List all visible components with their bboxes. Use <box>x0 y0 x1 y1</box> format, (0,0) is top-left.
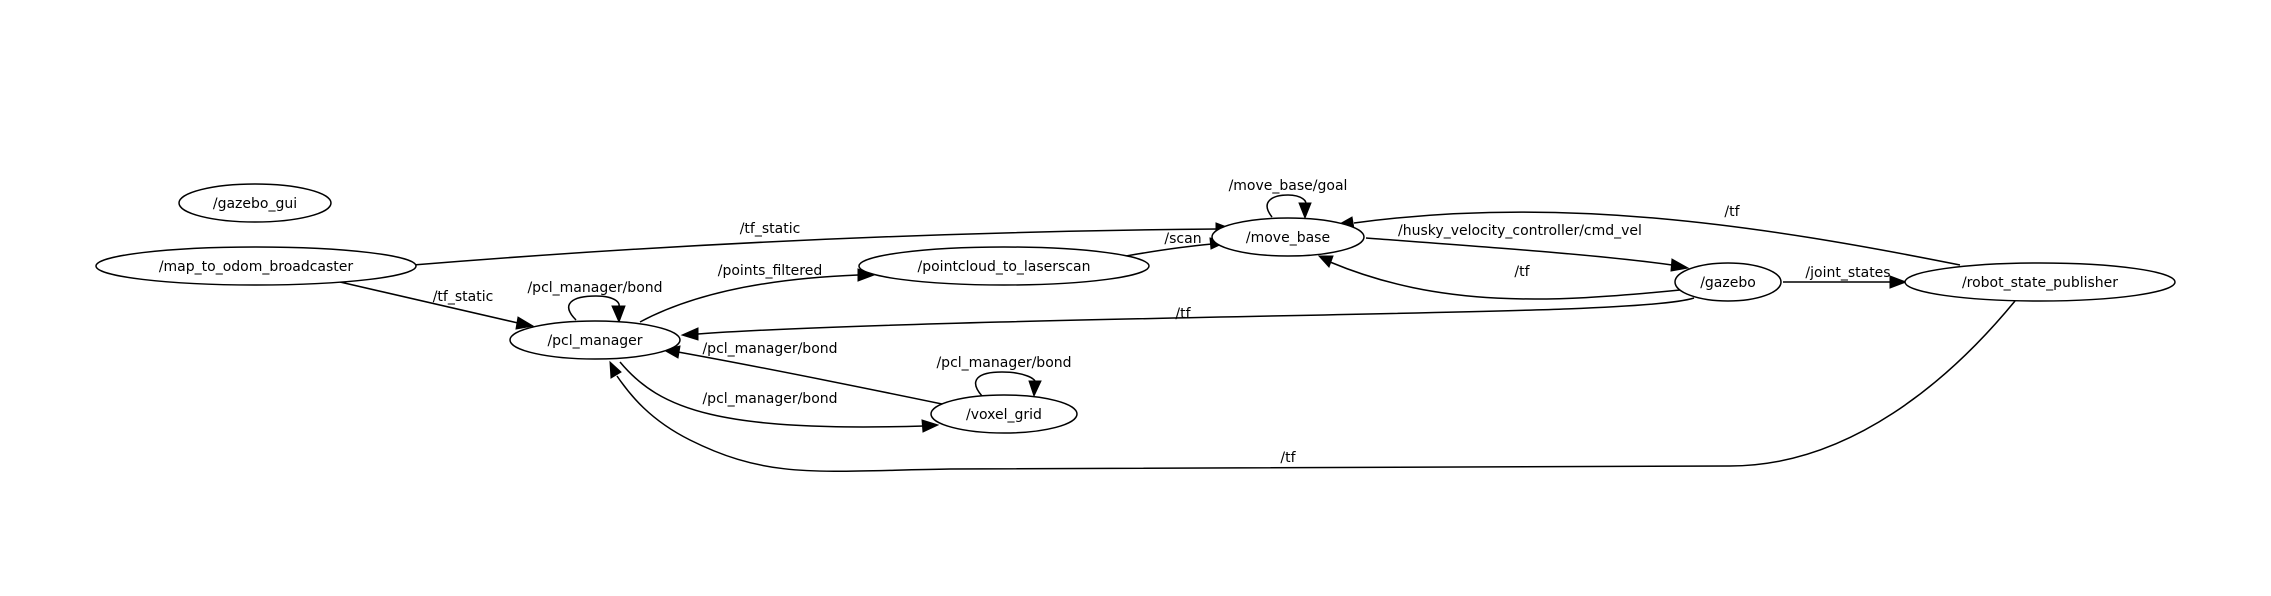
edge-move-base-self: /move_base/goal <box>1229 178 1348 220</box>
edge-gazebo-to-pcl-manager: /tf <box>680 297 1695 341</box>
node-map-to-odom-broadcaster[interactable]: /map_to_odom_broadcaster <box>95 246 417 286</box>
edge-pointcloud-to-move-base: /scan <box>1125 231 1228 257</box>
edge-line <box>1125 243 1213 257</box>
edge-label: /pcl_manager/bond <box>702 391 837 407</box>
edge-map-to-pcl-manager: /tf_static <box>339 281 535 330</box>
node-gazebo-gui[interactable]: /gazebo_gui <box>178 183 332 223</box>
arrow-icon <box>1670 258 1690 272</box>
edge-line <box>616 300 2016 473</box>
node-move-base[interactable]: /move_base <box>1211 217 1365 257</box>
node-pointcloud-to-laserscan[interactable]: /pointcloud_to_laserscan <box>858 246 1150 286</box>
edge-line <box>1266 194 1307 218</box>
node-label: /pointcloud_to_laserscan <box>918 259 1091 275</box>
node-voxel-grid[interactable]: /voxel_grid <box>930 394 1078 434</box>
arrow-icon <box>1028 380 1042 398</box>
edge-line <box>568 295 620 321</box>
edge-line <box>639 274 859 323</box>
edge-gazebo-to-move-base: /tf <box>1317 255 1681 300</box>
node-robot-state-publisher[interactable]: /robot_state_publisher <box>1904 262 2176 302</box>
node-label: /pcl_manager <box>547 333 642 349</box>
edge-label: /pcl_manager/bond <box>702 341 837 357</box>
edge-label: /tf <box>1175 306 1191 322</box>
node-label: /robot_state_publisher <box>1962 275 2118 291</box>
edge-label: /tf_static <box>740 221 801 237</box>
edge-pcl-manager-self: /pcl_manager/bond <box>527 280 663 324</box>
edge-label: /tf <box>1724 204 1740 220</box>
edge-line <box>1329 261 1681 300</box>
edge-gazebo-to-robot: /joint_states <box>1783 265 1908 289</box>
arrow-icon <box>1889 275 1908 289</box>
edge-label: /joint_states <box>1805 265 1890 281</box>
node-gazebo[interactable]: /gazebo <box>1674 262 1782 302</box>
edge-label: /scan <box>1164 231 1201 247</box>
node-label: /voxel_grid <box>966 407 1042 423</box>
edge-line <box>339 281 519 324</box>
edge-robot-to-pcl-manager: /tf <box>609 300 2016 473</box>
edge-line <box>697 297 1695 335</box>
edge-label: /tf_static <box>433 289 494 305</box>
edge-move-base-to-gazebo: /husky_velocity_controller/cmd_vel <box>1365 223 1690 272</box>
edge-pcl-to-pointcloud: /points_filtered <box>639 263 876 323</box>
edge-label: /pcl_manager/bond <box>936 355 1071 371</box>
edge-label: /tf <box>1280 450 1296 466</box>
edge-line <box>412 228 1219 266</box>
edge-line <box>619 361 925 428</box>
node-label: /map_to_odom_broadcaster <box>159 259 354 275</box>
node-label: /move_base <box>1246 230 1330 246</box>
arrow-icon <box>609 360 622 379</box>
edge-label: /tf <box>1514 264 1530 280</box>
arrow-icon <box>1317 255 1334 268</box>
arrow-icon <box>611 305 626 324</box>
edge-pcl-manager-to-voxel: /pcl_manager/bond <box>619 361 940 433</box>
edge-label: /move_base/goal <box>1229 178 1348 194</box>
edge-voxel-self: /pcl_manager/bond <box>936 355 1072 398</box>
arrow-icon <box>680 327 699 341</box>
node-pcl-manager[interactable]: /pcl_manager <box>509 320 681 360</box>
edge-line <box>975 371 1036 397</box>
edge-label: /husky_velocity_controller/cmd_vel <box>1398 223 1642 239</box>
edge-label: /pcl_manager/bond <box>527 280 662 296</box>
node-label: /gazebo <box>1700 275 1756 291</box>
node-label: /gazebo_gui <box>213 196 297 212</box>
edge-label: /points_filtered <box>718 263 822 279</box>
arrow-icon <box>515 316 535 330</box>
edge-line <box>1365 237 1673 266</box>
edge-line <box>1353 211 1961 266</box>
edge-line <box>677 351 943 405</box>
arrow-icon <box>921 419 940 433</box>
arrow-icon <box>1298 202 1312 220</box>
